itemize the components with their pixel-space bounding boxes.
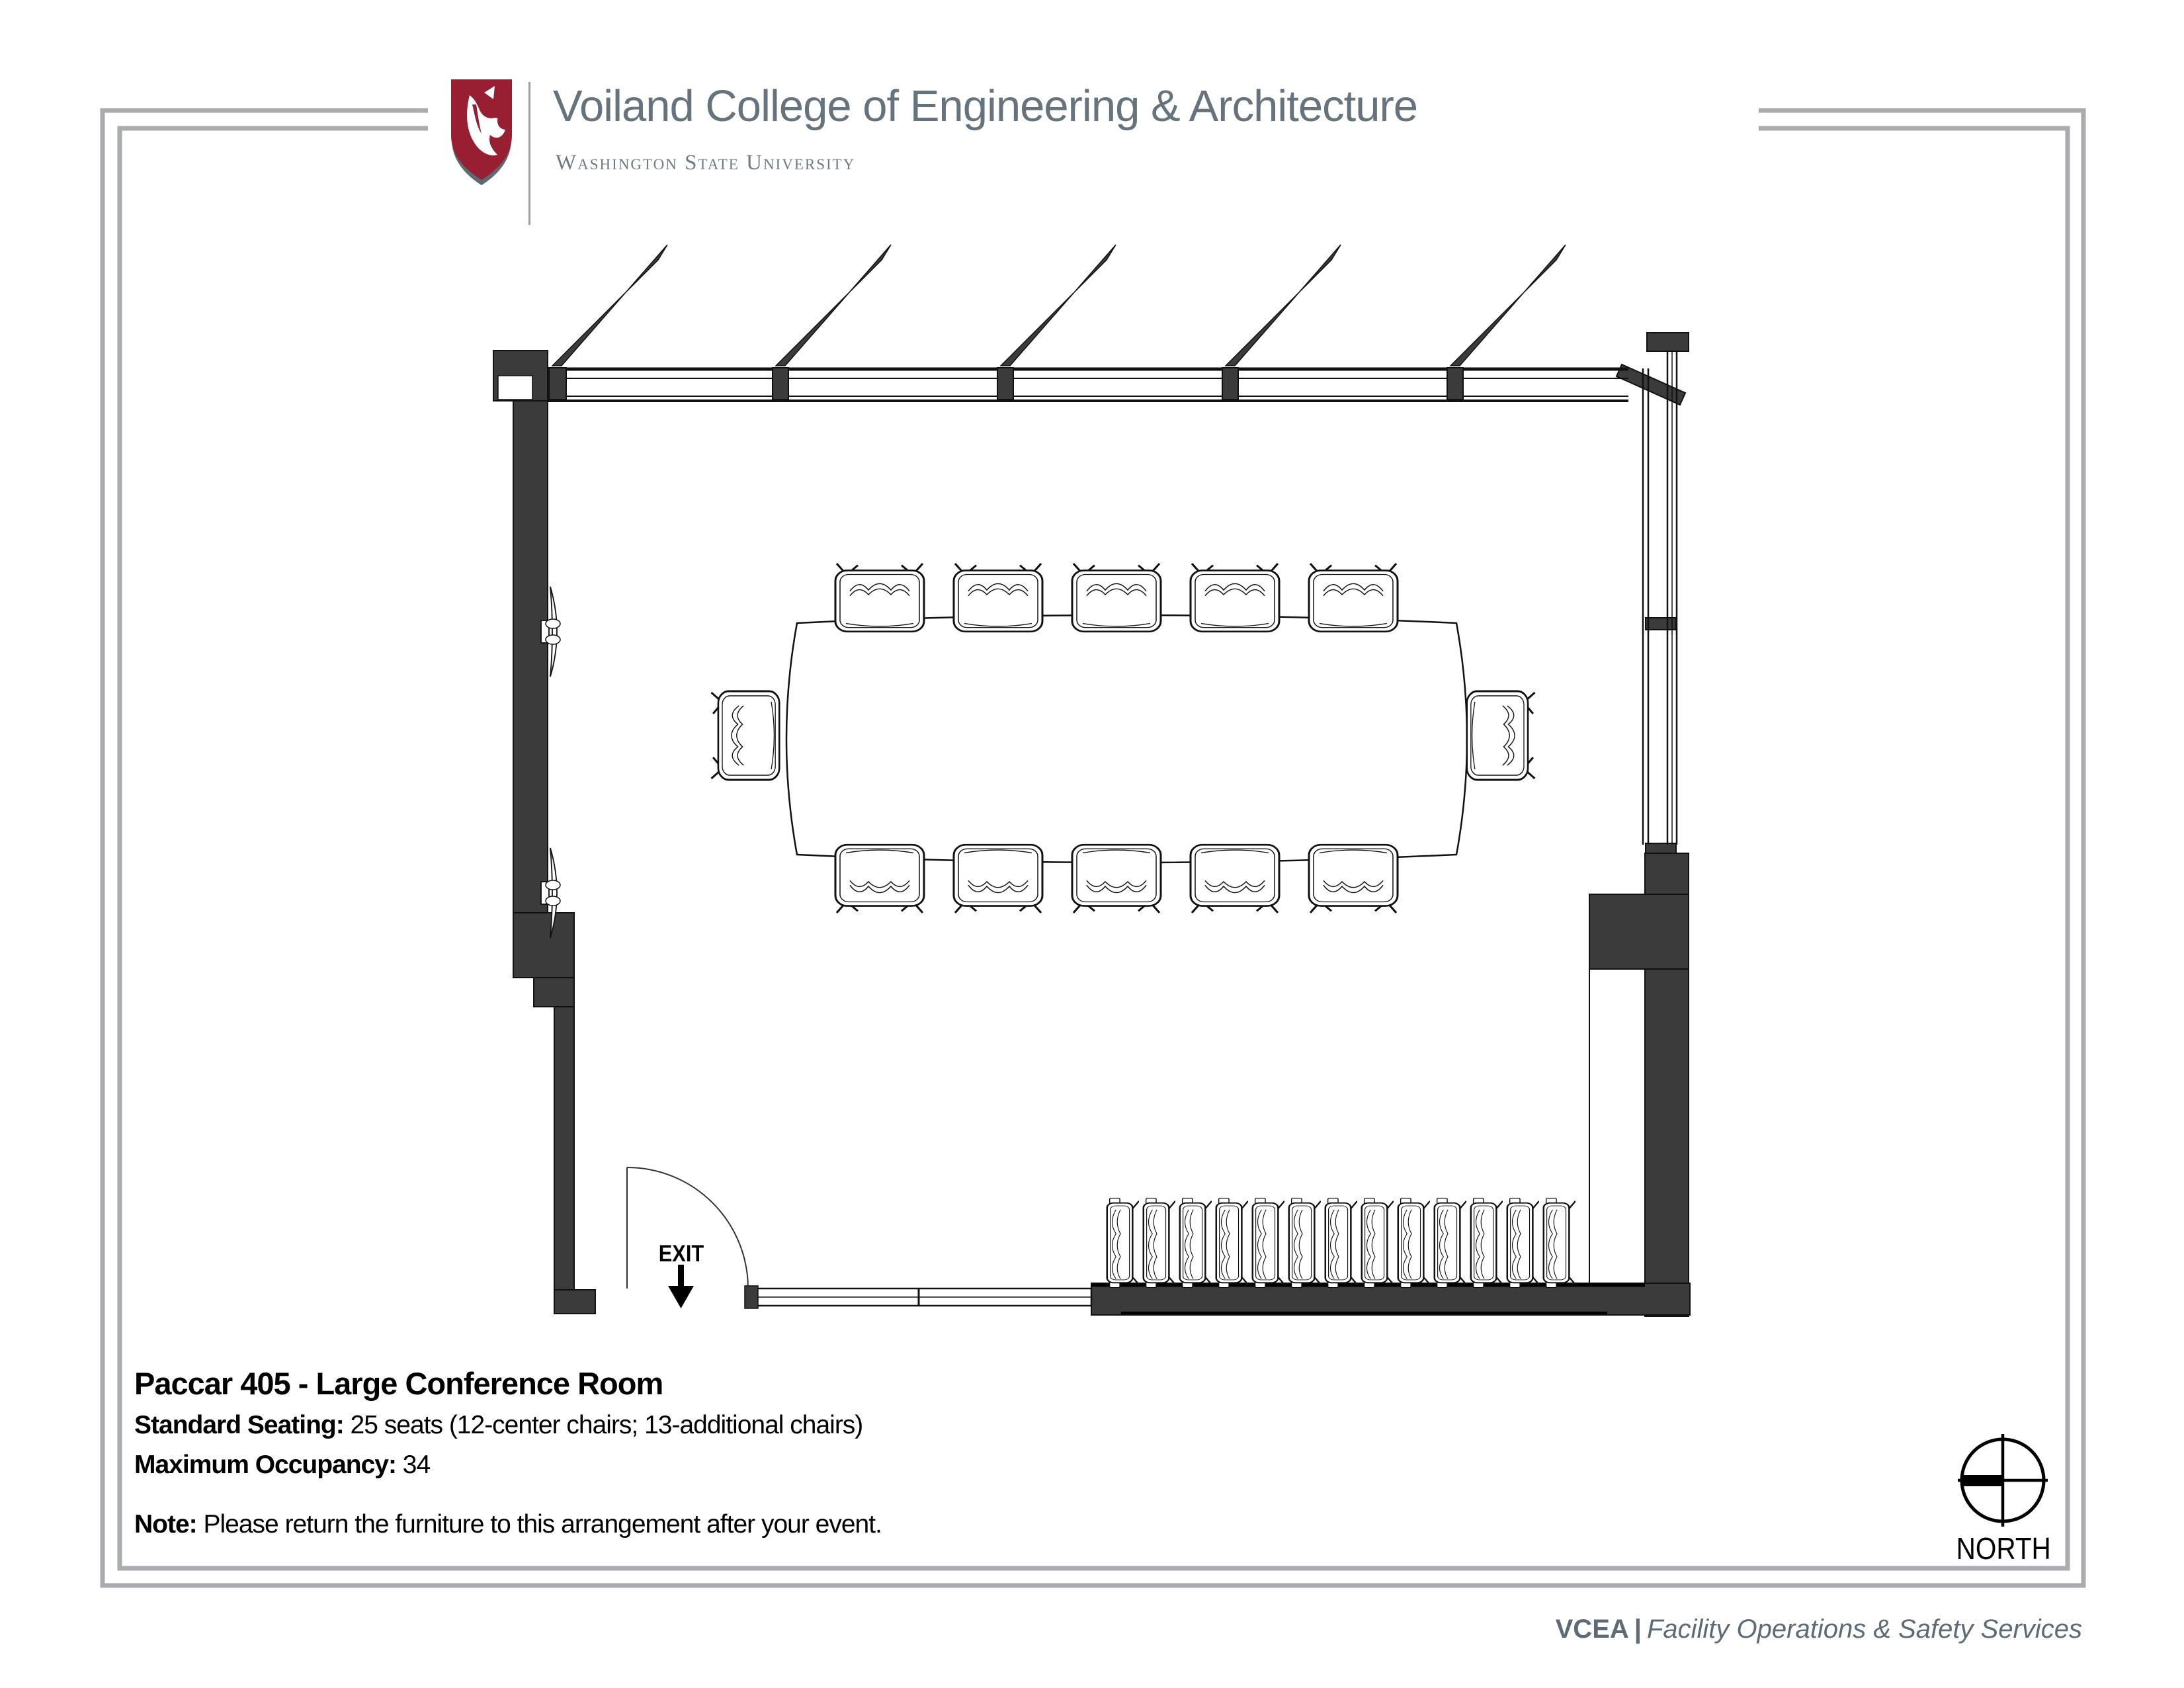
page-frame — [100, 108, 2086, 1588]
exit-door — [626, 1167, 749, 1289]
left-wall-column — [554, 1006, 575, 1290]
footer-separator: | — [1634, 1615, 1642, 1644]
college-title: Voiland College of Engineering & Archite… — [553, 81, 1418, 131]
logo-divider — [528, 82, 530, 225]
max-occupancy-value: 34 — [396, 1451, 431, 1479]
wsu-shield-logo — [451, 79, 512, 185]
footer-credit: VCEA|Facility Operations & Safety Servic… — [1556, 1615, 2082, 1644]
max-occupancy-label: Maximum Occupancy: — [134, 1451, 397, 1479]
outer-frame — [100, 108, 2086, 1588]
wall-fixtures — [540, 586, 561, 939]
room-title: Paccar 405 - Large Conference Room — [134, 1366, 663, 1401]
right-window-sill — [1645, 843, 1677, 855]
window-mullions — [548, 367, 1464, 400]
right-wall-block — [1589, 894, 1689, 970]
exit-label: EXIT — [658, 1241, 704, 1267]
standard-seating-line: Standard Seating: 25 seats (12-center ch… — [134, 1411, 1126, 1440]
north-compass-icon — [1958, 1434, 2048, 1527]
top-window-band — [548, 367, 1628, 402]
exit-arrow-icon — [668, 1265, 694, 1308]
left-wall-foot — [554, 1289, 596, 1314]
top-right-corner-block — [1646, 332, 1689, 352]
max-occupancy-line: Maximum Occupancy: 34 — [134, 1451, 1126, 1480]
standard-seating-value: 25 seats (12-center chairs; 13-additiona… — [343, 1411, 864, 1439]
right-window-wall — [1642, 351, 1678, 845]
standard-seating-label: Standard Seating: — [134, 1411, 345, 1439]
bottom-wall — [1091, 1283, 1691, 1316]
additional-chairs-row — [1106, 1197, 1575, 1288]
north-label: NORTH — [1956, 1531, 2051, 1566]
footer-brand: VCEA — [1555, 1615, 1629, 1644]
cougar-mark — [467, 86, 505, 155]
walls — [493, 332, 1689, 1317]
left-wall-cap-notch — [497, 375, 533, 400]
window-swing-diagonals — [551, 244, 1566, 366]
right-wall-niche — [1589, 968, 1646, 1290]
footer-department: Facility Operations & Safety Services — [1646, 1615, 2082, 1644]
left-wall-body — [513, 400, 548, 913]
conference-table — [785, 614, 1468, 864]
bottom-partition — [744, 1285, 1093, 1309]
title-block: Paccar 405 - Large Conference Room Stand… — [134, 1365, 1126, 1539]
door-swing-arc — [626, 1167, 749, 1289]
note-line: Note: Please return the furniture to thi… — [134, 1510, 1126, 1539]
note-value: Please return the furniture to this arra… — [196, 1510, 882, 1539]
left-wall-step1 — [513, 912, 575, 978]
right-window-mullion — [1645, 617, 1677, 630]
left-wall-step2 — [533, 977, 575, 1007]
inner-frame — [117, 126, 2070, 1571]
university-wordmark: Washington State University — [556, 151, 856, 175]
note-label: Note: — [134, 1510, 198, 1539]
